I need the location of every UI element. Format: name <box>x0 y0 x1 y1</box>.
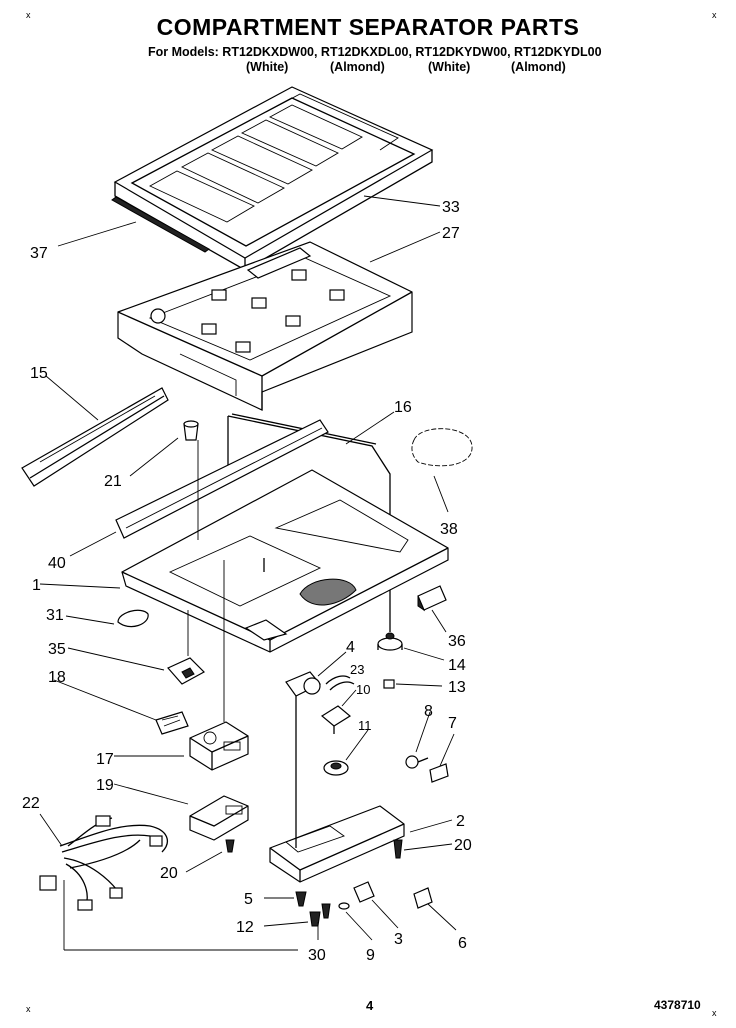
callout-30: 30 <box>308 947 326 964</box>
washer-part-9 <box>338 902 350 910</box>
screw-part-20b <box>393 839 403 859</box>
corner-mark-bottom-left: x <box>26 1004 31 1014</box>
callout-35: 35 <box>48 641 66 658</box>
callout-9: 9 <box>366 947 375 964</box>
callout-16: 16 <box>394 399 412 416</box>
variant-white-1: (White) <box>246 60 289 74</box>
callout-37: 37 <box>30 245 48 262</box>
variant-white-2: (White) <box>428 60 471 74</box>
damper-part-10 <box>320 705 352 734</box>
callout-27: 27 <box>442 225 460 242</box>
callout-14: 14 <box>448 657 466 674</box>
corner-mark-bottom-right: x <box>712 1008 717 1018</box>
page-title: COMPARTMENT SEPARATOR PARTS <box>156 14 580 40</box>
callout-4: 4 <box>346 639 355 656</box>
page-number: 4 <box>366 998 374 1013</box>
bracket-part-35 <box>167 657 205 685</box>
callout-3: 3 <box>394 931 403 948</box>
grommet-part-21 <box>183 420 199 441</box>
screw-part-5 <box>295 891 307 907</box>
switch-part-19 <box>189 795 249 841</box>
clip-part-36 <box>417 585 447 612</box>
corner-mark-top-right: x <box>712 10 717 20</box>
corner-mark-top-left: x <box>26 10 31 20</box>
seal-strip-part-37 <box>111 196 210 253</box>
callout-38: 38 <box>440 521 458 538</box>
strip-part-23 <box>325 675 355 691</box>
callout-23: 23 <box>350 662 364 677</box>
callout-22: 22 <box>22 795 40 812</box>
variant-almond-1: (Almond) <box>330 60 385 74</box>
callout-1: 1 <box>32 577 41 594</box>
model-list: For Models: RT12DKXDW00, RT12DKXDL00, RT… <box>148 45 602 59</box>
grille-part-18 <box>155 711 189 735</box>
callout-18: 18 <box>48 669 66 686</box>
harness-part-22 <box>39 815 168 911</box>
screw-part-13 <box>383 679 395 689</box>
knob-part-31 <box>117 609 149 628</box>
callout-20-left: 20 <box>160 865 178 882</box>
callout-5: 5 <box>244 891 253 908</box>
callout-7: 7 <box>448 715 457 732</box>
bracket-part-4 <box>285 671 321 706</box>
screw-part-30 <box>321 903 331 919</box>
separator-part-1 <box>121 469 449 653</box>
variant-almond-2: (Almond) <box>511 60 566 74</box>
cover-part-38 <box>411 428 473 467</box>
callout-10: 10 <box>356 682 370 697</box>
tray-part-27 <box>117 241 413 411</box>
callout-36: 36 <box>448 633 466 650</box>
document-number: 4378710 <box>654 998 701 1012</box>
clip-part-3 <box>353 881 375 903</box>
callout-31: 31 <box>46 607 64 624</box>
sleeve-part-14 <box>377 632 403 651</box>
callout-11: 11 <box>358 718 372 733</box>
callout-19: 19 <box>96 777 114 794</box>
callout-labels: 37 33 27 15 16 21 38 40 1 31 36 35 4 14 … <box>22 199 472 964</box>
callout-12: 12 <box>236 919 254 936</box>
callout-8: 8 <box>424 703 433 720</box>
nut-part-12 <box>309 911 321 927</box>
callout-21: 21 <box>104 473 122 490</box>
callout-2: 2 <box>456 813 465 830</box>
bulb-part-8 <box>405 755 429 769</box>
rail-part-40 <box>115 419 329 539</box>
leader-lines <box>39 195 457 951</box>
callout-20-right: 20 <box>454 837 472 854</box>
knob-part-11 <box>323 760 349 776</box>
plate-part-2 <box>269 706 405 883</box>
socket-part-7 <box>429 763 449 783</box>
callout-13: 13 <box>448 679 466 696</box>
callout-15: 15 <box>30 365 48 382</box>
callout-6: 6 <box>458 935 467 952</box>
screw-part-20a <box>225 839 235 853</box>
clip-part-6 <box>413 887 433 909</box>
channel-part-15 <box>21 387 169 487</box>
cover-part-33 <box>113 86 434 272</box>
callout-40: 40 <box>48 555 66 572</box>
callout-33: 33 <box>442 199 460 216</box>
control-part-17 <box>189 721 249 771</box>
callout-17: 17 <box>96 751 114 768</box>
